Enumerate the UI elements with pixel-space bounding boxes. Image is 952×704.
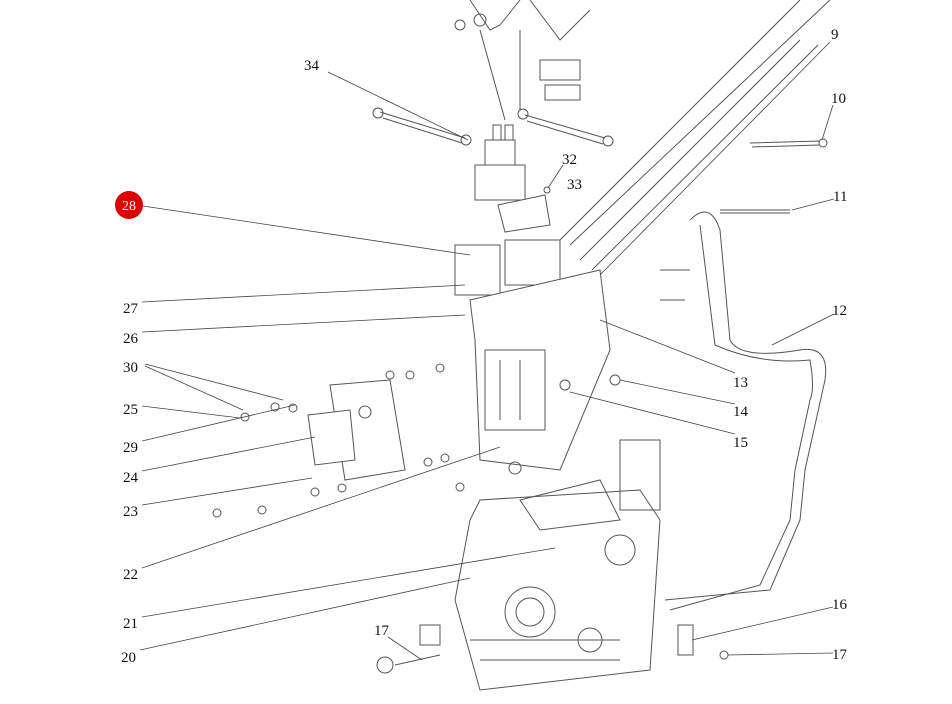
callout-9[interactable]: 9 bbox=[831, 27, 839, 43]
callout-12[interactable]: 12 bbox=[832, 303, 847, 319]
callout-33[interactable]: 33 bbox=[567, 177, 582, 193]
highlight-marker bbox=[115, 191, 143, 219]
callout-25[interactable]: 25 bbox=[123, 402, 138, 418]
callout-22[interactable]: 22 bbox=[123, 567, 138, 583]
callout-27[interactable]: 27 bbox=[123, 301, 139, 317]
callout-34[interactable]: 34 bbox=[304, 58, 320, 74]
callout-15[interactable]: 15 bbox=[733, 435, 748, 451]
callout-14[interactable]: 14 bbox=[733, 404, 749, 420]
callout-21[interactable]: 21 bbox=[123, 616, 138, 632]
callout-11[interactable]: 11 bbox=[833, 189, 847, 205]
callout-17-left[interactable]: 17 bbox=[374, 623, 390, 639]
leader-lines bbox=[139, 41, 835, 661]
callout-16[interactable]: 16 bbox=[832, 597, 848, 613]
callout-28-highlighted[interactable]: 28 bbox=[115, 191, 143, 219]
parts-drawing bbox=[212, 0, 831, 691]
callout-13[interactable]: 13 bbox=[733, 375, 748, 391]
callout-30[interactable]: 30 bbox=[123, 360, 138, 376]
callout-24[interactable]: 24 bbox=[123, 470, 139, 486]
callout-labels: 34 9 10 11 12 13 14 15 16 17 17 20 21 22… bbox=[115, 27, 848, 666]
callout-28[interactable]: 28 bbox=[122, 199, 136, 214]
callout-20[interactable]: 20 bbox=[121, 650, 136, 666]
callout-26[interactable]: 26 bbox=[123, 331, 139, 347]
callout-32[interactable]: 32 bbox=[562, 152, 577, 168]
callout-29[interactable]: 29 bbox=[123, 440, 138, 456]
callout-17-right[interactable]: 17 bbox=[832, 647, 848, 663]
callout-23[interactable]: 23 bbox=[123, 504, 138, 520]
callout-10[interactable]: 10 bbox=[831, 91, 846, 107]
